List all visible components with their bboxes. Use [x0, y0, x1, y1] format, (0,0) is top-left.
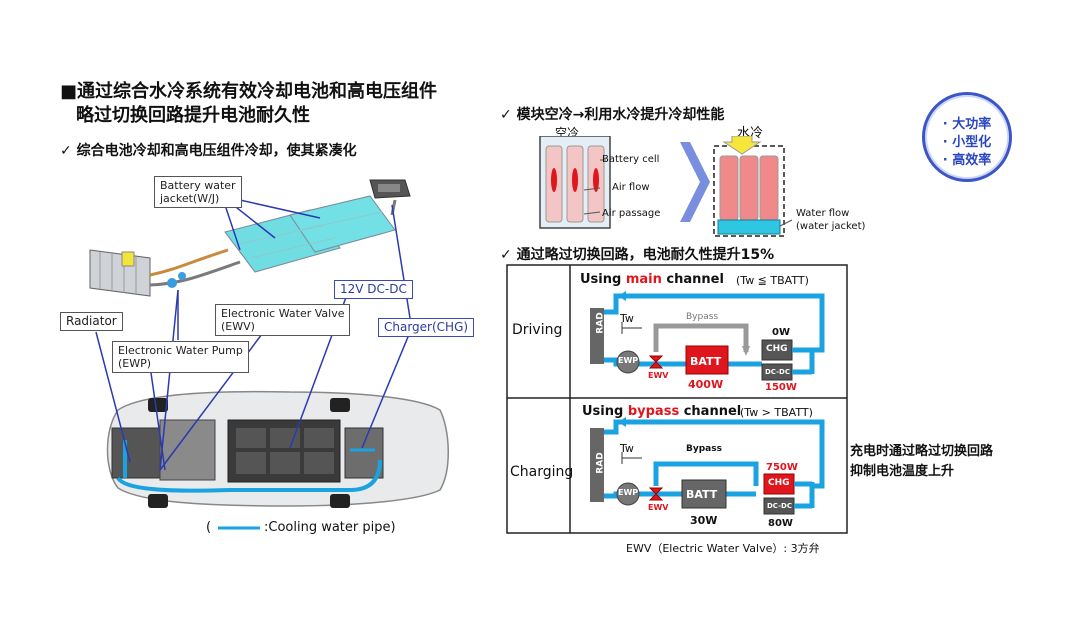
driving-batt: BATT [690, 355, 722, 368]
driving-chg: CHG [766, 344, 788, 354]
charging-chg: CHG [768, 478, 790, 488]
vehicle-body [106, 390, 449, 508]
left-subtitle: ✓ 综合电池冷却和高电压组件冷却，使其紧凑化 [60, 143, 357, 159]
driving-ewv: EWV [648, 371, 669, 380]
driving-row-label: Driving [512, 322, 563, 338]
ewv-note: EWV（Electric Water Valve）: 3方弁 [626, 542, 820, 555]
title-line-1: ■通过综合水冷系统有效冷却电池和高电压组件 [60, 81, 438, 102]
charging-rad [590, 428, 604, 502]
driving-condition: (Tw ≦ TBATT) [736, 274, 809, 287]
bypass-circuit-diagram [506, 264, 848, 534]
charging-rad-label: RAD [595, 452, 606, 474]
label-radiator: Radiator [60, 312, 123, 331]
charging-row-label: Charging [510, 464, 574, 480]
legend-text: :Cooling water pipe) [264, 520, 396, 535]
module-cooling-diagram [539, 136, 793, 237]
driving-bypass-label: Bypass [686, 312, 719, 322]
water-flow-label-2: (water jacket) [796, 221, 866, 232]
charge-note-1: 充电时通过略过切换回路 [850, 444, 994, 459]
driving-dcdc: DC-DC [765, 368, 790, 376]
battery-water-jacket [224, 195, 396, 273]
label-charger: Charger(CHG) [378, 318, 475, 337]
driving-batt-power: 400W [688, 378, 724, 391]
legend-open: ( [206, 520, 212, 535]
radiator-component [89, 249, 151, 297]
label-battery-water-jacket: Battery water jacket(W/J) [154, 176, 242, 208]
driving-rad [590, 308, 604, 364]
charging-ewv: EWV [648, 503, 669, 512]
air-label-air-passage: Air passage [602, 208, 661, 219]
bypass-title: ✓ 通过略过切换回路，电池耐久性提升15% [500, 247, 775, 263]
charging-tw: Tw [620, 442, 634, 455]
driving-title: Using main channel [580, 272, 724, 287]
charging-bypass-label: Bypass [686, 444, 722, 454]
water-flow-label-1: Water flow [796, 208, 850, 219]
driving-circuit [590, 291, 825, 381]
charge-note-2: 抑制电池温度上升 [850, 464, 955, 479]
driving-rad-label: RAD [595, 312, 606, 334]
label-ewp: Electronic Water Pump (EWP) [112, 341, 249, 373]
air-label-battery-cell: Battery cell [602, 154, 660, 165]
charging-condition: (Tw > TBATT) [740, 406, 813, 419]
charging-dcdc: DC-DC [767, 502, 792, 510]
charging-circuit [590, 417, 825, 515]
driving-dcdc-power: 150W [765, 382, 797, 393]
charging-batt-power: 30W [690, 514, 718, 527]
driving-tw: Tw [620, 312, 634, 325]
charging-chg-power: 750W [766, 462, 798, 473]
charging-ewp: EWP [618, 488, 639, 497]
title-line-2: 略过切换回路提升电池耐久性 [76, 105, 310, 126]
label-ewv: Electronic Water Valve (EWV) [215, 304, 351, 336]
charging-dcdc-power: 80W [768, 518, 793, 529]
label-dcdc: 12V DC-DC [334, 280, 413, 299]
driving-chg-power: 0W [772, 327, 790, 338]
module-title: ✓ 模块空冷→利用水冷提升冷却性能 [500, 107, 725, 123]
driving-ewp: EWP [618, 356, 639, 365]
feature-badge: · 大功率 · 小型化 · 高效率 [922, 92, 1012, 182]
air-label-air-flow: Air flow [612, 182, 650, 193]
charger-component [369, 179, 411, 199]
charging-batt: BATT [686, 488, 718, 501]
charging-title: Using bypass channel [582, 404, 742, 419]
